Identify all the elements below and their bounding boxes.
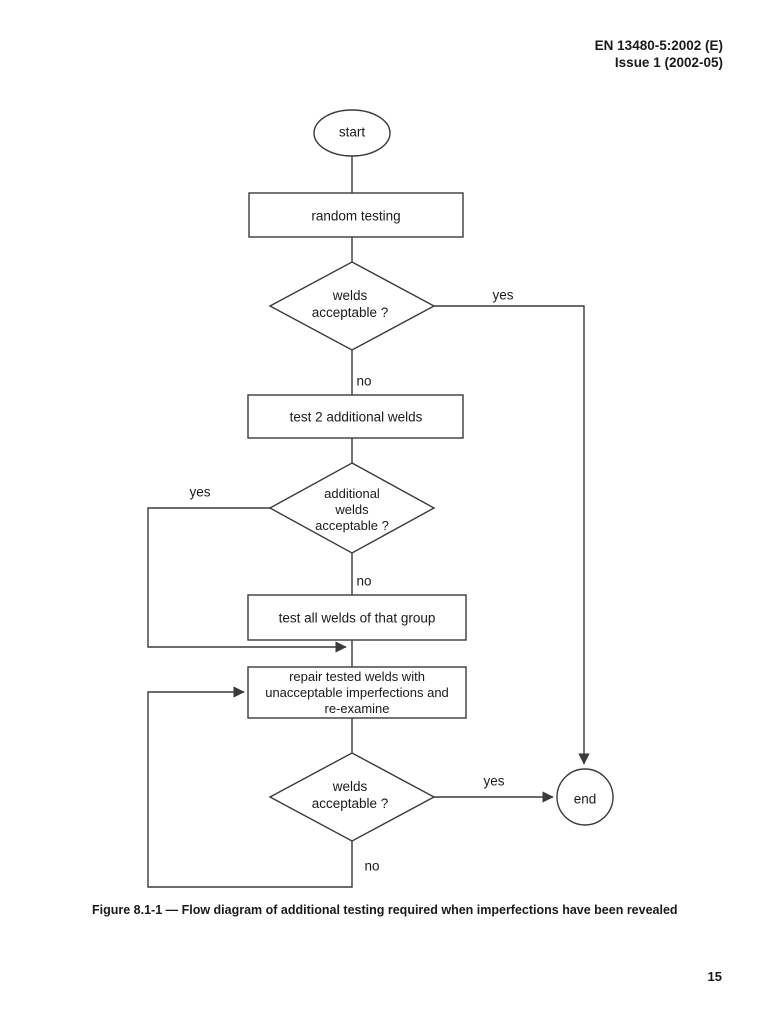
decision1-label: welds acceptable ? [311,288,389,320]
decision2-label: additional welds acceptable ? [315,486,389,533]
no3-label: no [364,858,380,874]
random-testing-label: random testing [311,208,401,224]
yes1-label: yes [492,287,514,303]
edge-decision3-no-loop [147,686,353,888]
edge-decision2-yes-merge [147,507,347,653]
end-terminator [556,768,614,826]
start-label: start [338,124,366,140]
test-2-additional-label: test 2 additional welds [289,409,423,425]
yes2-label: yes [189,484,211,500]
page-header: EN 13480-5:2002 (E) Issue 1 (2002-05) [595,37,723,71]
decision2-diamond [268,462,436,554]
standard-reference: EN 13480-5:2002 (E) [594,38,723,53]
decision1-diamond [268,261,436,351]
random-testing-box [248,192,464,238]
page-number: 15 [707,969,722,984]
yes3-label: yes [483,773,505,789]
start-terminator [313,109,391,157]
repair-label: repair tested welds with unacceptable im… [265,669,449,716]
end-label: end [573,791,597,807]
decision3-diamond [268,752,436,842]
issue-line: Issue 1 (2002-05) [614,55,723,70]
decision3-label: welds acceptable ? [311,779,389,811]
no2-label: no [356,573,372,589]
test-all-welds-box [247,594,467,641]
no1-label: no [356,373,372,389]
figure-caption: Figure 8.1-1 — Flow diagram of additiona… [92,903,678,917]
test-2-additional-box [247,394,464,439]
repair-box [247,666,467,719]
edge-decision1-yes-to-end [434,305,590,765]
test-all-welds-label: test all welds of that group [278,610,436,626]
